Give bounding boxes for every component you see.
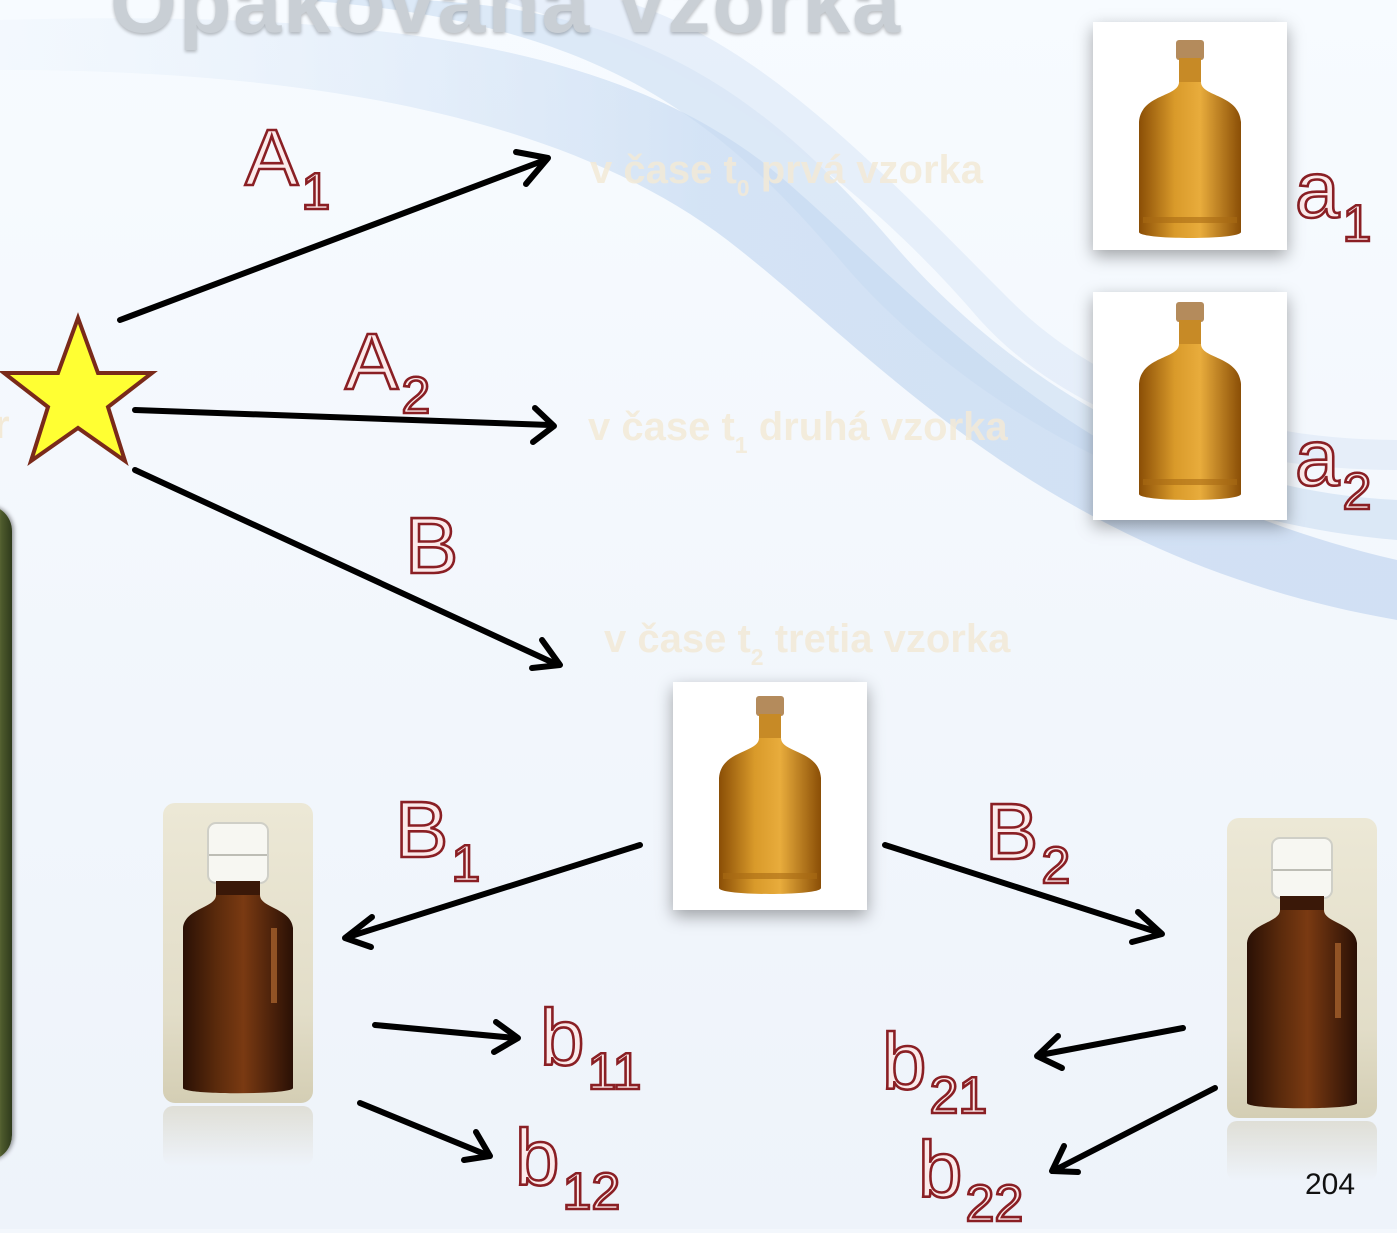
- amber-bottle-icon: [1139, 40, 1241, 238]
- arrow-to-first-sample: [117, 149, 551, 323]
- label-a2: a2: [1294, 413, 1373, 521]
- label-A1: A1: [244, 113, 332, 221]
- cut-off-label: r: [0, 403, 10, 447]
- arrow-to-b21: [1034, 1025, 1186, 1071]
- brown-bottle-card-b1: [163, 803, 313, 1103]
- amber-bottle-card-b: [673, 682, 867, 910]
- step-label-third: v čase t2 tretia vzorka: [604, 617, 1011, 670]
- arrow-to-third-sample: [132, 467, 563, 671]
- arrow-to-b11: [372, 1019, 521, 1055]
- step-label-second: v čase t1 druhá vzorka: [588, 405, 1008, 458]
- brown-dropper-bottle-icon: [1247, 837, 1357, 1109]
- bottle-reflection: [163, 1106, 313, 1166]
- brown-dropper-bottle-icon: [183, 822, 293, 1094]
- arrow-to-subsample-b1: [342, 842, 643, 950]
- label-b22: b22: [917, 1125, 1025, 1233]
- star-icon: [0, 312, 158, 467]
- label-a1: a1: [1294, 145, 1373, 253]
- arrow-to-b22: [1049, 1085, 1218, 1175]
- amber-bottle-card-a2: [1093, 292, 1287, 520]
- left-landscape-photo: [0, 505, 12, 1161]
- amber-bottle-icon: [1139, 302, 1241, 500]
- arrow-to-b12: [357, 1100, 493, 1163]
- label-b12: b12: [514, 1113, 622, 1221]
- step-label-first: v čase t0 prvá vzorka: [590, 148, 984, 201]
- page-number: 204: [1305, 1168, 1356, 1201]
- label-b21: b21: [881, 1017, 989, 1125]
- arrow-to-second-sample: [132, 405, 557, 445]
- arrow-to-subsample-b2: [882, 842, 1165, 945]
- bottle-reflection: [1227, 1121, 1377, 1181]
- label-b11: b11: [539, 993, 643, 1101]
- label-B2: B2: [984, 787, 1072, 895]
- label-B: B: [404, 501, 460, 590]
- amber-bottle-card-a1: [1093, 22, 1287, 250]
- label-A2: A2: [344, 317, 432, 425]
- label-B1: B1: [394, 785, 482, 893]
- amber-bottle-icon: [719, 696, 821, 894]
- brown-bottle-card-b2: [1227, 818, 1377, 1118]
